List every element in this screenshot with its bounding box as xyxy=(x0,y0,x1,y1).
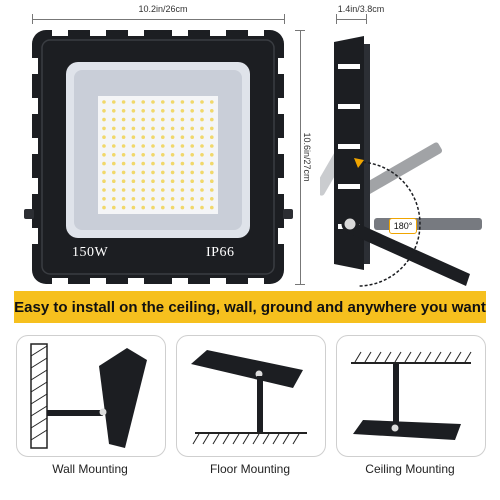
width-dimension-tick-right xyxy=(284,14,285,24)
floor-mount-label: Floor Mounting xyxy=(209,462,291,476)
width-dimension-line xyxy=(32,19,284,20)
height-dimension-line xyxy=(300,30,301,285)
depth-dimension-label: 1.4in/3.8cm xyxy=(337,4,385,14)
width-dimension-tick-left xyxy=(32,14,33,24)
floodlight-side-view xyxy=(313,24,500,292)
height-dimension-tick-bottom xyxy=(295,284,305,285)
wall-mount-label: Wall Mounting xyxy=(52,462,128,476)
depth-dimension-tick-left xyxy=(336,14,337,24)
ceiling-mount-label: Ceiling Mounting xyxy=(365,462,455,476)
mount-bolt-icon xyxy=(283,209,293,219)
floor-mount-panel xyxy=(176,335,326,457)
height-dimension-label: 10.6in/27cm xyxy=(302,112,312,202)
floor-mount-icon xyxy=(191,350,307,445)
wattage-label: 150W xyxy=(72,245,109,260)
install-banner: Easy to install on the ceiling, wall, gr… xyxy=(14,291,486,323)
width-dimension-label: 10.2in/26cm xyxy=(138,4,188,14)
floodlight-front-view xyxy=(30,28,286,286)
rotation-angle-badge: 180° xyxy=(389,218,417,234)
ceiling-mount-panel xyxy=(336,335,486,457)
wall-mount-panel xyxy=(16,335,166,457)
depth-dimension-line xyxy=(336,19,366,20)
ip-rating-label: IP66 xyxy=(206,245,235,260)
wall-mount-icon xyxy=(30,343,147,449)
install-banner-text: Easy to install on the ceiling, wall, gr… xyxy=(14,298,486,316)
depth-dimension-tick-right xyxy=(366,14,367,24)
mount-bolt-icon xyxy=(24,209,34,219)
height-dimension-tick-top xyxy=(295,30,305,31)
ceiling-mount-icon xyxy=(351,351,472,440)
